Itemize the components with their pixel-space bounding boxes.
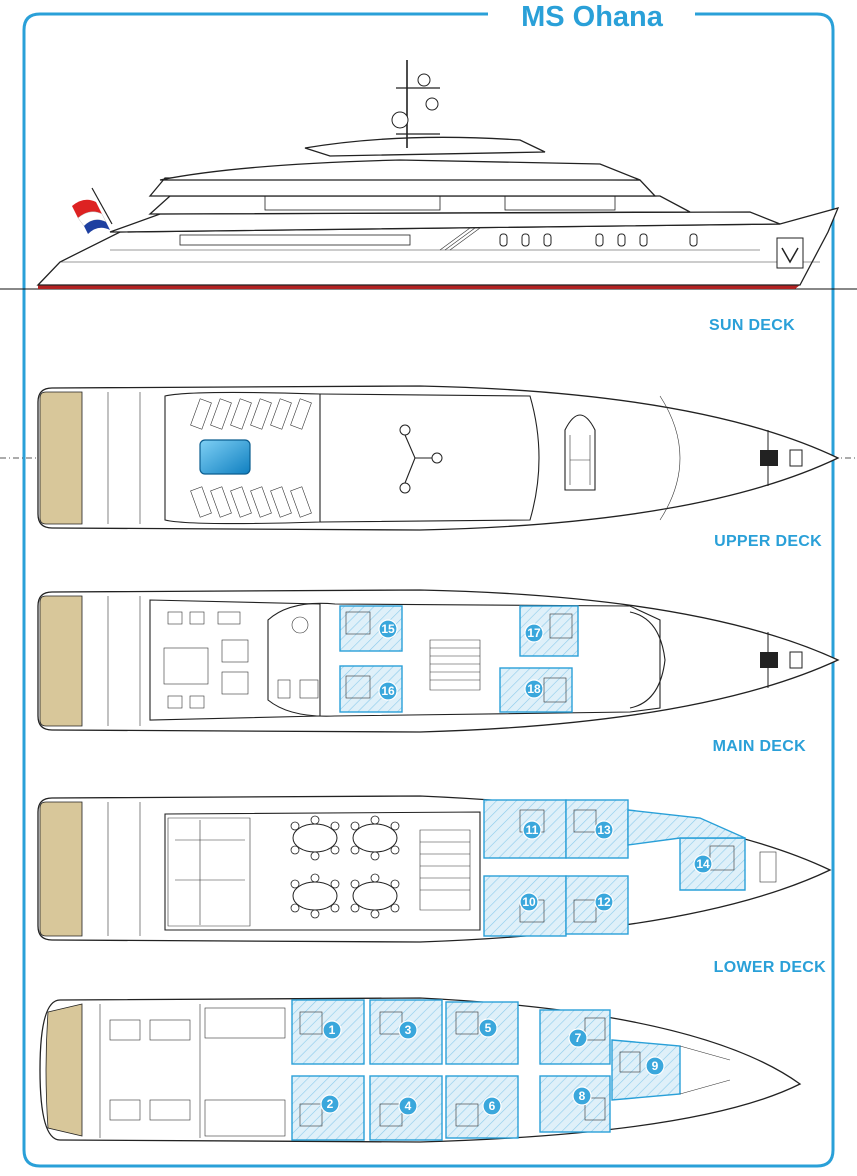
deck-label-lower: LOWER DECK — [714, 959, 826, 976]
hull-bottom-stripe — [38, 285, 800, 289]
page-title: MS Ohana — [521, 1, 664, 33]
main-deck-plan — [37, 795, 832, 943]
radar-mast — [391, 60, 440, 148]
cabin-badge-13 — [594, 820, 614, 840]
croatian-flag-icon — [72, 187, 113, 234]
cabin-badge-8 — [572, 1086, 592, 1106]
cabin-number-9: 9 — [652, 1059, 659, 1073]
cabin-7 — [539, 1009, 611, 1065]
cabin-6 — [445, 1075, 519, 1139]
cabin-badge-5 — [478, 1018, 498, 1038]
deck-label-upper: UPPER DECK — [714, 533, 822, 550]
cabin-badge-3 — [398, 1020, 418, 1040]
cabin-number-18: 18 — [527, 682, 541, 696]
bow-anchor-emblem — [776, 237, 804, 269]
cabin-number-17: 17 — [527, 626, 541, 640]
cabin-number-14: 14 — [696, 857, 710, 871]
cabin-8 — [539, 1075, 611, 1133]
window-row — [179, 195, 616, 246]
cabin-badge-1 — [322, 1020, 342, 1040]
cabin-9 — [611, 1039, 681, 1101]
jacuzzi-pool — [199, 439, 251, 475]
cabin-badge-18 — [524, 679, 544, 699]
cabin-badge-10 — [519, 892, 539, 912]
cabin-badge-15 — [378, 619, 398, 639]
hull — [36, 207, 840, 286]
cabin-number-3: 3 — [405, 1023, 412, 1037]
cabin-16 — [339, 665, 403, 713]
border-frame — [22, 12, 835, 1168]
cabin-number-16: 16 — [381, 684, 395, 698]
cabin-number-10: 10 — [522, 895, 536, 909]
cabin-number-6: 6 — [489, 1099, 496, 1113]
cabin-badge-16 — [378, 681, 398, 701]
upper-deck-plan — [37, 589, 840, 733]
cabin-number-1: 1 — [329, 1023, 336, 1037]
cabin-badge-14 — [693, 854, 713, 874]
cabin-badge-11 — [522, 820, 542, 840]
lower-deck-plan — [39, 997, 802, 1143]
cabin-number-4: 4 — [405, 1099, 412, 1113]
crane-icon — [399, 424, 443, 494]
cabin-number-2: 2 — [327, 1097, 334, 1111]
anchor-winch-icon — [760, 430, 803, 486]
cabin-number-7: 7 — [575, 1031, 582, 1045]
lounge-furniture — [163, 611, 249, 709]
cabin-badge-2 — [320, 1094, 340, 1114]
side-profile — [0, 60, 857, 290]
cabin-badge-4 — [398, 1096, 418, 1116]
cabin-number-11: 11 — [526, 823, 539, 837]
cabin-badge-7 — [568, 1028, 588, 1048]
cabin-number-13: 13 — [597, 823, 611, 837]
cabin-number-5: 5 — [485, 1021, 492, 1035]
tender-boat — [564, 414, 596, 491]
deck-label-main: MAIN DECK — [713, 738, 807, 755]
dining-tables — [292, 823, 398, 911]
cabin-12 — [565, 875, 629, 935]
deck-label-sun: SUN DECK — [709, 317, 795, 334]
cabin-number-8: 8 — [579, 1089, 586, 1103]
cabin-badge-6 — [482, 1096, 502, 1116]
sun-deck-plan — [0, 385, 857, 531]
cabin-badge-17 — [524, 623, 544, 643]
cabin-badge-12 — [594, 892, 614, 912]
cabin-number-12: 12 — [597, 895, 611, 909]
cabin-badge-9 — [645, 1056, 665, 1076]
cabin-number-15: 15 — [381, 622, 395, 636]
anchor-winch-icon — [760, 632, 803, 688]
